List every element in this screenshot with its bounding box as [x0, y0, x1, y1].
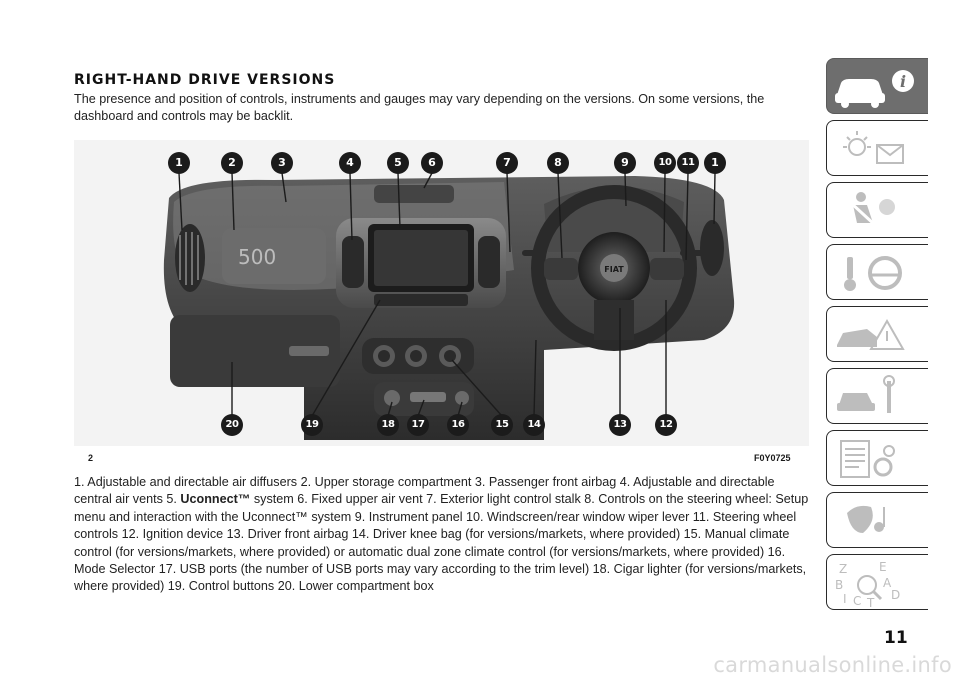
tab-multimedia[interactable] — [826, 492, 928, 548]
tab-warning-lights[interactable] — [826, 120, 928, 176]
tab-emergency[interactable] — [826, 306, 928, 362]
caption-uconnect-bold: Uconnect™ — [180, 492, 251, 507]
callout-8: 8 — [547, 152, 569, 174]
index-letter-a: A — [883, 576, 892, 590]
caption-part-2: system 6. Fixed upper air vent 7. Exteri… — [74, 492, 809, 594]
safety-airbag-icon — [849, 192, 895, 227]
callout-14: 14 — [523, 414, 545, 436]
callout-18: 18 — [377, 414, 399, 436]
intro-paragraph: The presence and position of controls, i… — [74, 92, 765, 123]
callout-1-right: 1 — [704, 152, 726, 174]
index-letter-d: D — [891, 588, 900, 602]
callout-13: 13 — [609, 414, 631, 436]
figure-caption: 1. Adjustable and directable air diffuse… — [74, 474, 809, 596]
callout-9: 9 — [614, 152, 636, 174]
section-heading: RIGHT-HAND DRIVE VERSIONS — [74, 72, 336, 88]
index-letter-e: E — [879, 560, 887, 574]
dashboard-illustration: 500 FIAT — [74, 140, 809, 446]
callout-20: 20 — [221, 414, 243, 436]
index-letter-b: B — [835, 578, 843, 592]
starting-driving-icon — [844, 256, 902, 291]
callout-16: 16 — [447, 414, 469, 436]
callout-6: 6 — [421, 152, 443, 174]
fiat-badge-text: FIAT — [604, 265, 624, 274]
emergency-icon — [837, 318, 905, 350]
callout-1-left: 1 — [168, 152, 190, 174]
callout-4: 4 — [339, 152, 361, 174]
index-letter-i: I — [843, 592, 847, 606]
callout-3: 3 — [271, 152, 293, 174]
svg-text:i: i — [900, 72, 906, 91]
callout-10: 10 — [654, 152, 676, 174]
index-letter-t: T — [866, 596, 875, 610]
car-info-icon: i — [835, 70, 914, 108]
index-letter-z: Z — [839, 562, 847, 576]
callout-15: 15 — [491, 414, 513, 436]
index-icon: Z E B A I C T D — [835, 560, 900, 610]
callout-7: 7 — [496, 152, 518, 174]
callout-19: 19 — [301, 414, 323, 436]
figure-code: F0Y0725 — [754, 453, 791, 463]
watermark: carmanualsonline.info — [713, 653, 952, 677]
tab-maintenance[interactable] — [826, 368, 928, 424]
callout-17: 17 — [407, 414, 429, 436]
callout-11: 11 — [677, 152, 699, 174]
tab-car-info[interactable]: i — [826, 58, 928, 114]
brand-logo-text: 500 — [238, 245, 276, 269]
caption-part-1: 1. Adjustable and directable air diffuse… — [74, 475, 775, 507]
tab-technical-data[interactable] — [826, 430, 928, 486]
dashboard-figure: 500 FIAT — [74, 140, 809, 463]
tab-starting-driving[interactable] — [826, 244, 928, 300]
technical-data-icon — [840, 440, 895, 478]
multimedia-icon — [847, 505, 885, 533]
callout-5: 5 — [387, 152, 409, 174]
callout-2: 2 — [221, 152, 243, 174]
figure-number: 2 — [88, 453, 94, 463]
tab-safety[interactable] — [826, 182, 928, 238]
maintenance-care-icon — [837, 375, 895, 413]
warning-lights-message-icon — [843, 131, 904, 164]
page-number: 11 — [884, 628, 908, 648]
tab-index[interactable]: Z E B A I C T D — [826, 554, 928, 610]
callout-12: 12 — [655, 414, 677, 436]
index-letter-c: C — [853, 594, 861, 608]
